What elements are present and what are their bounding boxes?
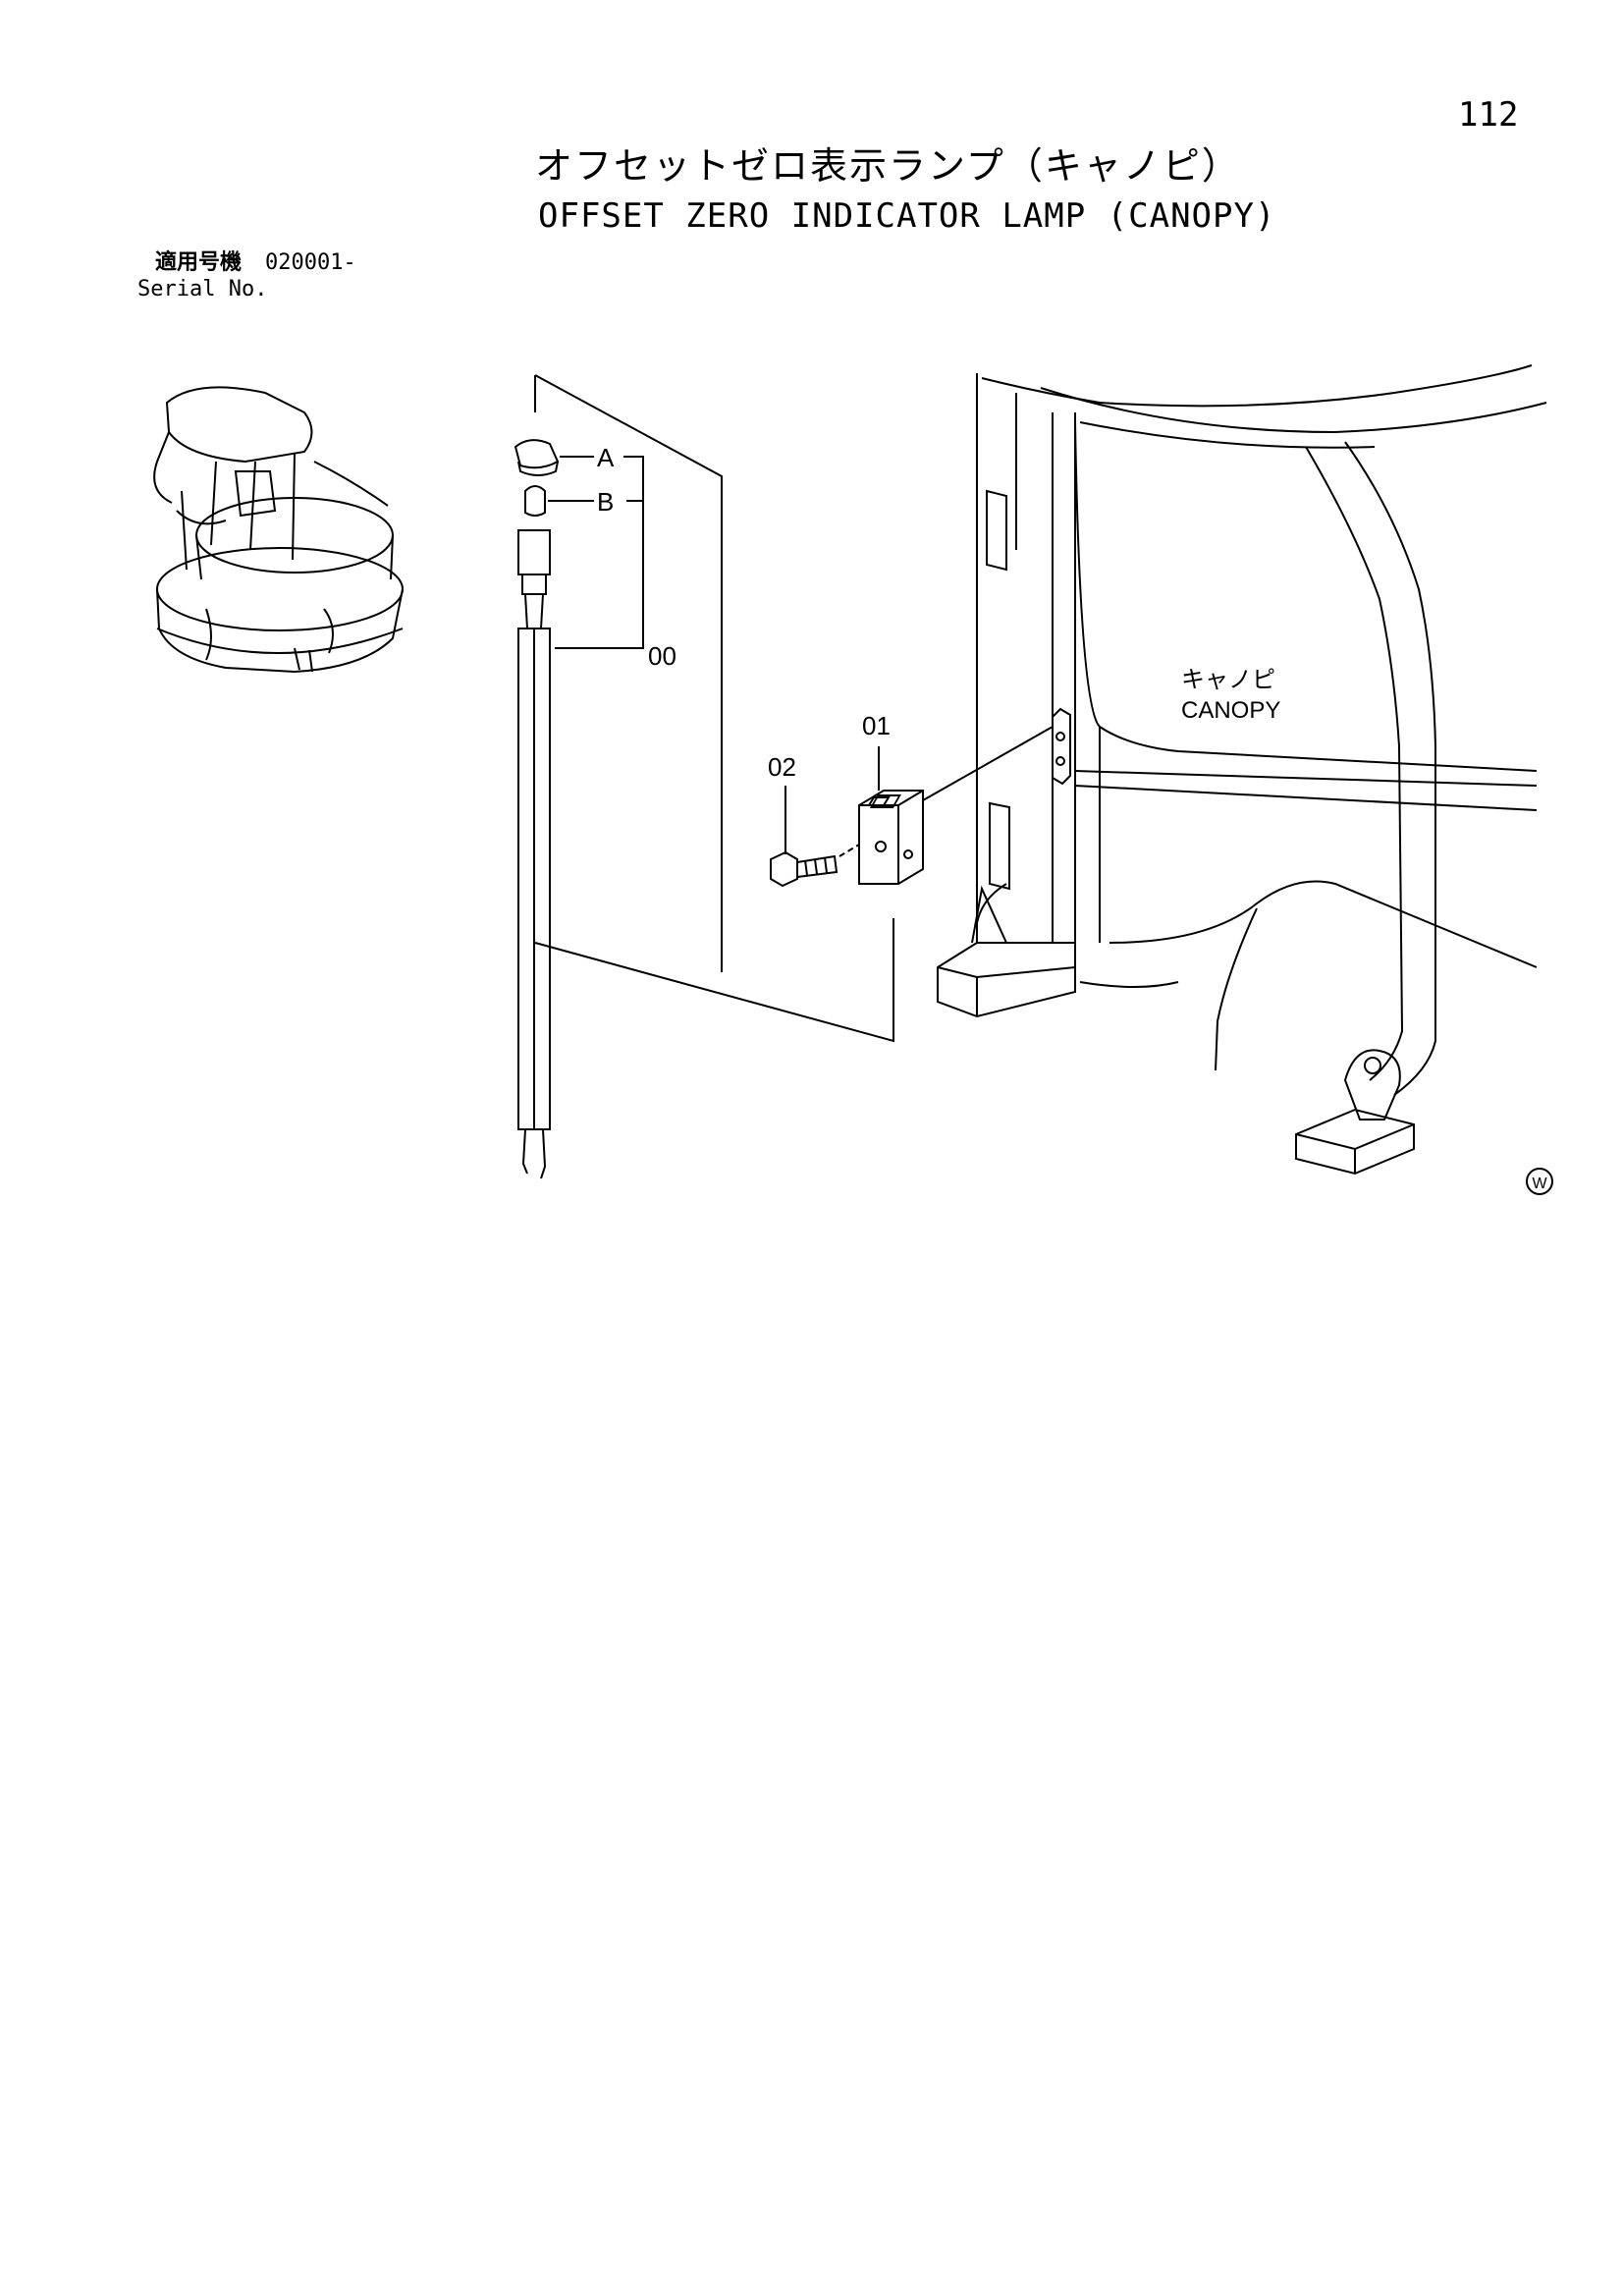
- serial-label-japanese: 適用号機: [155, 250, 243, 275]
- machine-overview-sketch: [153, 386, 404, 674]
- callout-b: B: [597, 487, 614, 517]
- canopy-label-japanese: キャノピ: [1181, 666, 1275, 693]
- callout-bolt: 02: [768, 752, 796, 782]
- bracket-and-bolt: [534, 726, 1054, 1043]
- serial-label-english: Serial No.: [137, 277, 268, 301]
- page-title-japanese: オフセットゼロ表示ランプ（キャノピ）: [535, 144, 1241, 188]
- canopy-structure: [937, 364, 1547, 1175]
- revision-mark-circle: [1526, 1168, 1553, 1195]
- page-title-english: OFFSET ZERO INDICATOR LAMP (CANOPY): [538, 196, 1276, 236]
- lamp-harness-assembly: [514, 374, 723, 1179]
- callout-assembly: 00: [648, 641, 676, 671]
- canopy-label-english: CANOPY: [1181, 697, 1280, 724]
- serial-number: 020001-: [265, 250, 356, 275]
- revision-mark-letter: W: [1532, 1175, 1547, 1192]
- callout-bracket: 01: [862, 711, 891, 740]
- callout-a: A: [597, 443, 615, 472]
- page-number: 112: [1458, 95, 1519, 135]
